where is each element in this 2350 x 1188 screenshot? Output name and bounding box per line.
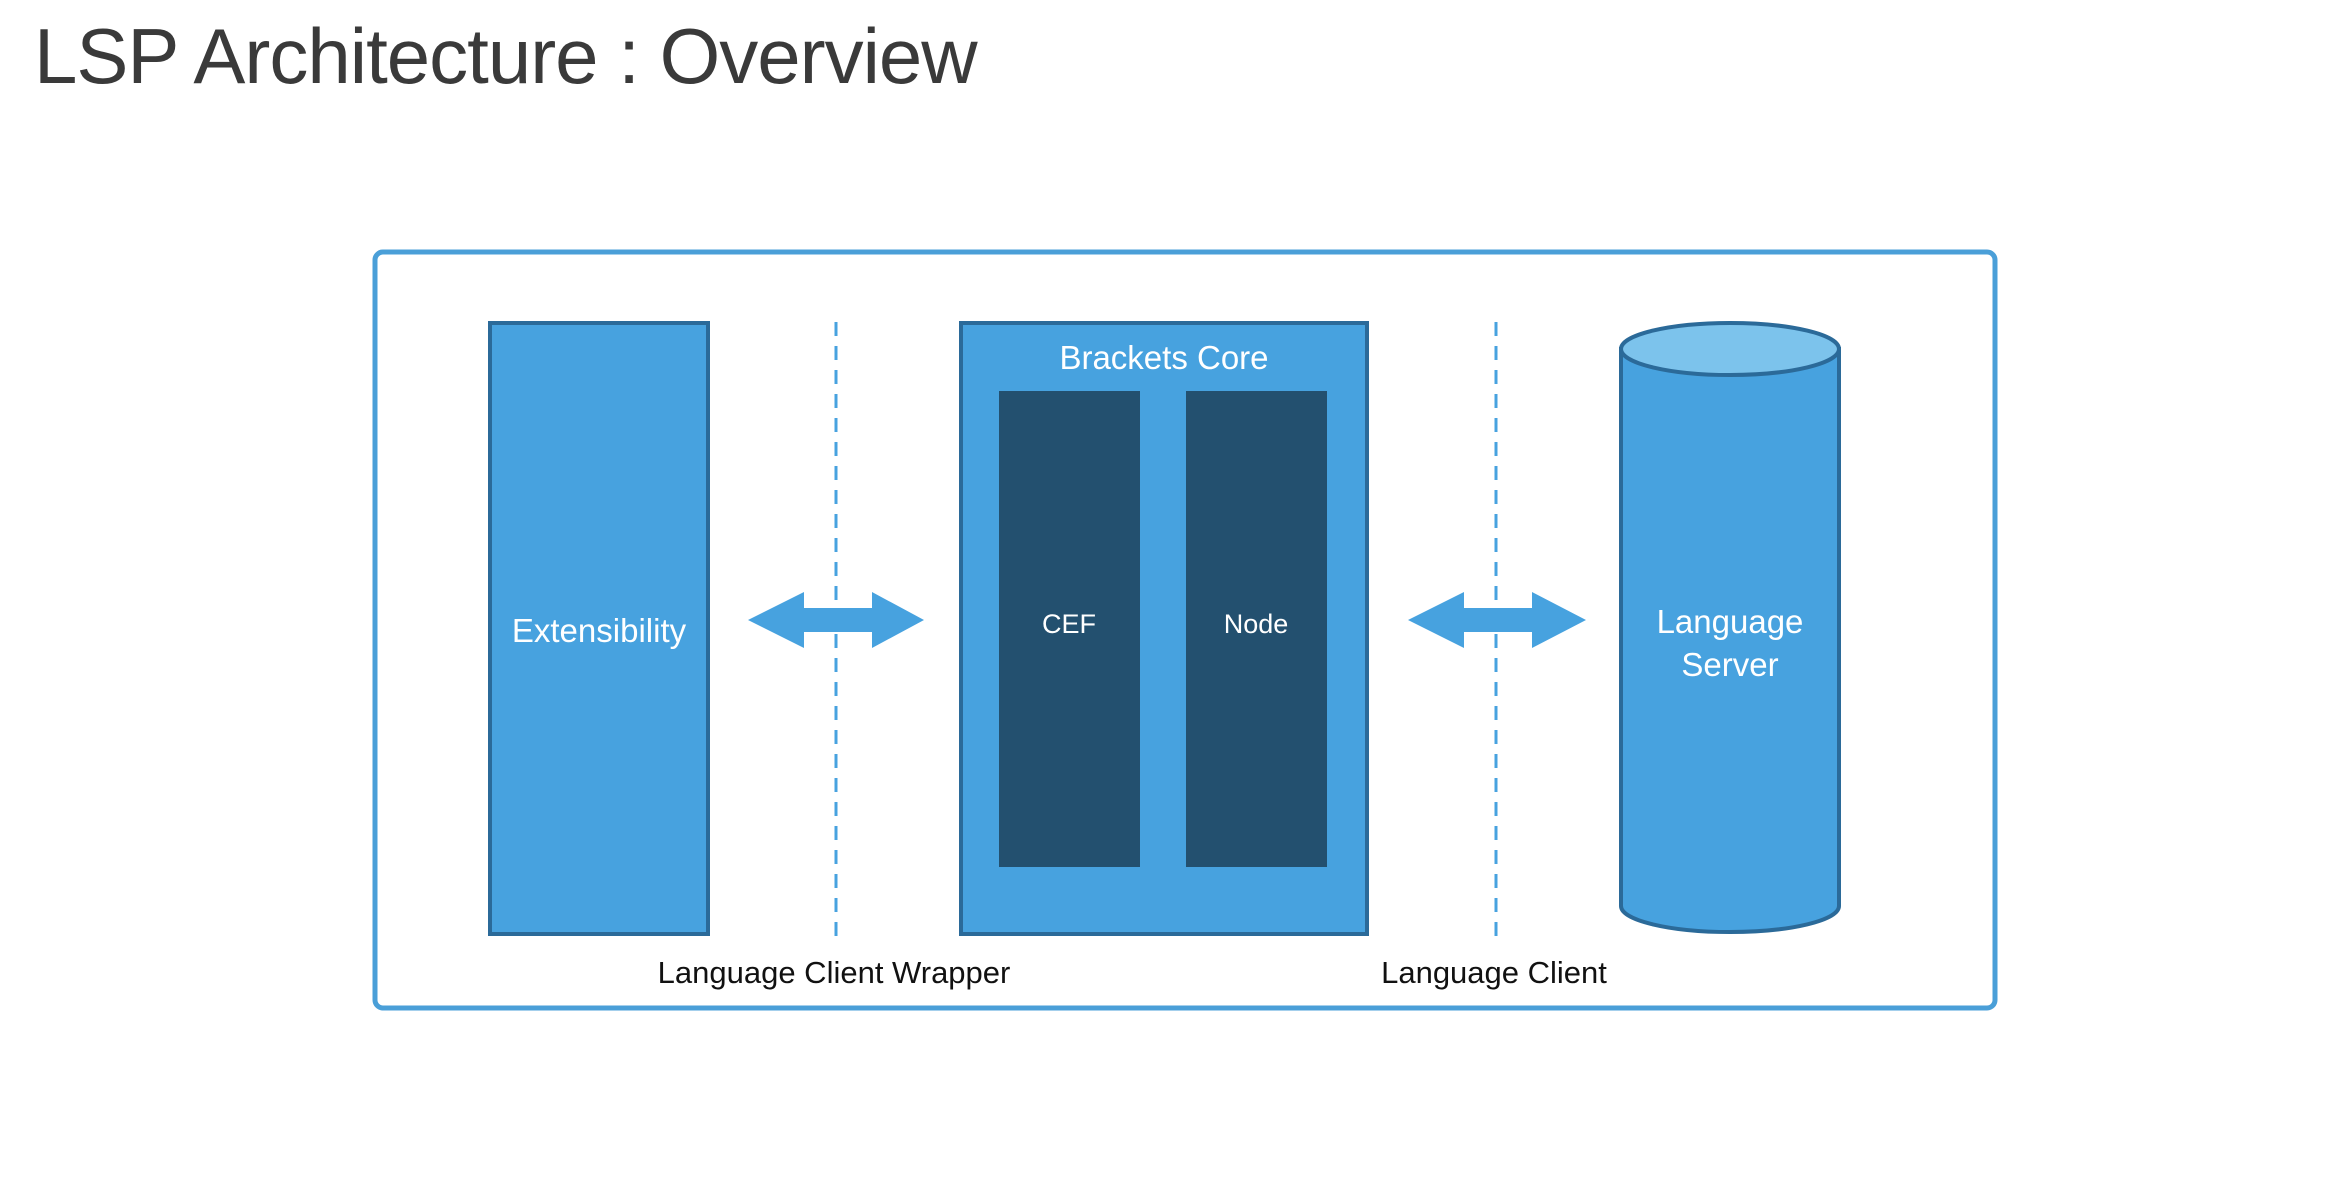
node-box: Node — [1186, 391, 1327, 867]
brackets-core-label: Brackets Core — [1059, 339, 1268, 376]
brackets-core-box: Brackets Core CEF Node — [959, 321, 1369, 936]
cef-box: CEF — [999, 391, 1140, 867]
cylinder-top — [1619, 321, 1841, 377]
cef-label: CEF — [1042, 609, 1096, 639]
extensibility-box: Extensibility — [488, 321, 710, 936]
language-client-label: Language Client — [1381, 955, 1607, 990]
double-arrow-right — [1408, 592, 1586, 648]
double-arrow-left — [748, 592, 924, 648]
node-label: Node — [1224, 609, 1289, 639]
language-server-cylinder: Language Server — [1619, 321, 1841, 934]
extensibility-label: Extensibility — [512, 612, 687, 649]
language-server-label-line1: Language — [1657, 603, 1804, 640]
language-client-wrapper-label: Language Client Wrapper — [658, 955, 1011, 990]
slide-title: LSP Architecture : Overview — [34, 12, 978, 100]
language-server-label-line2: Server — [1681, 646, 1778, 683]
